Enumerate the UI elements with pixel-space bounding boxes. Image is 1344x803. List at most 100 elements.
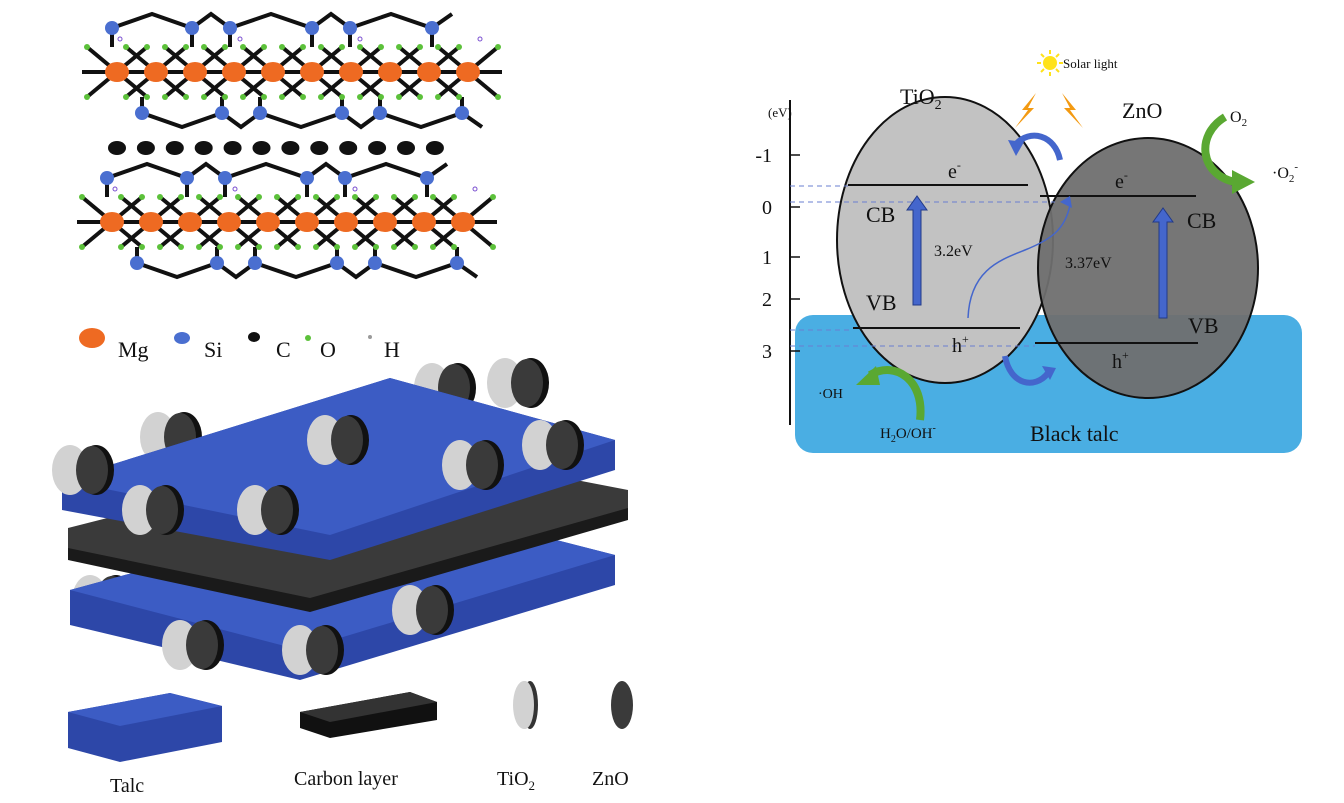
c-atom bbox=[397, 141, 415, 155]
o-atom bbox=[391, 244, 397, 250]
h-legend-icon bbox=[368, 335, 372, 339]
si-atom bbox=[455, 106, 469, 120]
o-atom bbox=[495, 44, 501, 50]
o-atom bbox=[490, 244, 496, 250]
o-atom bbox=[123, 44, 129, 50]
bond bbox=[136, 260, 479, 280]
tio2-zno-disc-pair bbox=[442, 440, 504, 490]
o-atom bbox=[417, 94, 423, 100]
zno-disc bbox=[186, 621, 218, 669]
o-atom bbox=[240, 94, 246, 100]
sun-icon bbox=[1037, 50, 1063, 76]
superoxide-generation-arrow bbox=[1201, 113, 1237, 186]
tio2-zno-disc-pair bbox=[237, 485, 299, 535]
o-atom bbox=[352, 244, 358, 250]
o-atom bbox=[196, 194, 202, 200]
o-atom bbox=[373, 194, 379, 200]
si-atom bbox=[100, 171, 114, 185]
zno-vb-label: VB bbox=[1188, 313, 1219, 338]
o-atom bbox=[352, 194, 358, 200]
zno-disc bbox=[466, 441, 498, 489]
si-atom bbox=[338, 171, 352, 185]
o-atom bbox=[430, 244, 436, 250]
tio2-zno-disc-pair bbox=[52, 445, 114, 495]
o-atom bbox=[139, 244, 145, 250]
o-atom bbox=[378, 44, 384, 50]
zno-disc bbox=[146, 486, 178, 534]
si-atom bbox=[420, 171, 434, 185]
element-legend: Mg Si C O H bbox=[79, 328, 400, 362]
si-label: Si bbox=[204, 337, 222, 362]
o-atom bbox=[412, 194, 418, 200]
o-atom bbox=[240, 44, 246, 50]
o-atom bbox=[217, 244, 223, 250]
tio2-label: TiO2 bbox=[497, 768, 535, 793]
o-atom bbox=[256, 194, 262, 200]
mg-atom bbox=[295, 212, 319, 232]
h-label: H bbox=[384, 337, 400, 362]
lightning-icon bbox=[1015, 93, 1036, 128]
axis-tick-label: 3 bbox=[762, 341, 772, 363]
zno-hole-label: h+ bbox=[1112, 348, 1129, 373]
o-atom bbox=[378, 94, 384, 100]
o-atom bbox=[357, 94, 363, 100]
o-atom bbox=[118, 244, 124, 250]
zno-disc bbox=[306, 626, 338, 674]
o-atom bbox=[300, 44, 306, 50]
o-atom bbox=[222, 94, 228, 100]
lightning-icon bbox=[1062, 93, 1083, 128]
mg-atom bbox=[378, 62, 402, 82]
c-atom bbox=[136, 141, 155, 155]
zno-disc bbox=[546, 421, 578, 469]
si-legend-icon bbox=[174, 332, 190, 344]
zno-particle bbox=[1037, 137, 1259, 399]
o-atom bbox=[318, 94, 324, 100]
si-atom bbox=[223, 21, 237, 35]
o-atom bbox=[318, 44, 324, 50]
o-atom bbox=[313, 244, 319, 250]
mg-atom bbox=[183, 62, 207, 82]
o-atom bbox=[396, 44, 402, 50]
o-atom bbox=[339, 44, 345, 50]
o-atom bbox=[417, 44, 423, 50]
si-atom bbox=[210, 256, 224, 270]
o-atom bbox=[84, 94, 90, 100]
o-atom bbox=[162, 44, 168, 50]
c-atom bbox=[252, 141, 271, 155]
o-atom bbox=[490, 194, 496, 200]
h-atom bbox=[237, 36, 243, 42]
si-atom bbox=[105, 21, 119, 35]
si-atom bbox=[248, 256, 262, 270]
mg-atom bbox=[105, 62, 129, 82]
black-talc-label: Black talc bbox=[1030, 421, 1119, 446]
si-atom bbox=[185, 21, 199, 35]
si-atom bbox=[305, 21, 319, 35]
electron-transfer-arrow bbox=[1012, 132, 1063, 161]
hole-recycle-head bbox=[1042, 366, 1056, 380]
o-atom bbox=[123, 94, 129, 100]
tio2-zno-disc-pair bbox=[392, 585, 454, 635]
o-atom bbox=[256, 244, 262, 250]
si-atom bbox=[343, 21, 357, 35]
zno-disc bbox=[511, 359, 543, 407]
o-atom bbox=[279, 44, 285, 50]
zno-disc bbox=[76, 446, 108, 494]
mg-atom bbox=[339, 62, 363, 82]
o-atom bbox=[201, 94, 207, 100]
zno-label: ZnO bbox=[592, 768, 629, 790]
c-atom bbox=[310, 141, 329, 155]
tio2-zno-disc-pair bbox=[307, 415, 369, 465]
o-atom bbox=[139, 194, 145, 200]
mg-atom bbox=[334, 212, 358, 232]
mg-atom bbox=[222, 62, 246, 82]
si-atom bbox=[330, 256, 344, 270]
o-atom bbox=[235, 244, 241, 250]
o-atom bbox=[222, 44, 228, 50]
energy-guides bbox=[790, 185, 1055, 347]
mg-atom bbox=[178, 212, 202, 232]
bond bbox=[106, 161, 449, 181]
hydroxyl-radical-label: ·OH bbox=[818, 387, 843, 402]
hole-transfer-curve bbox=[967, 204, 1071, 319]
tio2-cb-label: CB bbox=[866, 202, 895, 227]
h-atom bbox=[352, 186, 358, 192]
